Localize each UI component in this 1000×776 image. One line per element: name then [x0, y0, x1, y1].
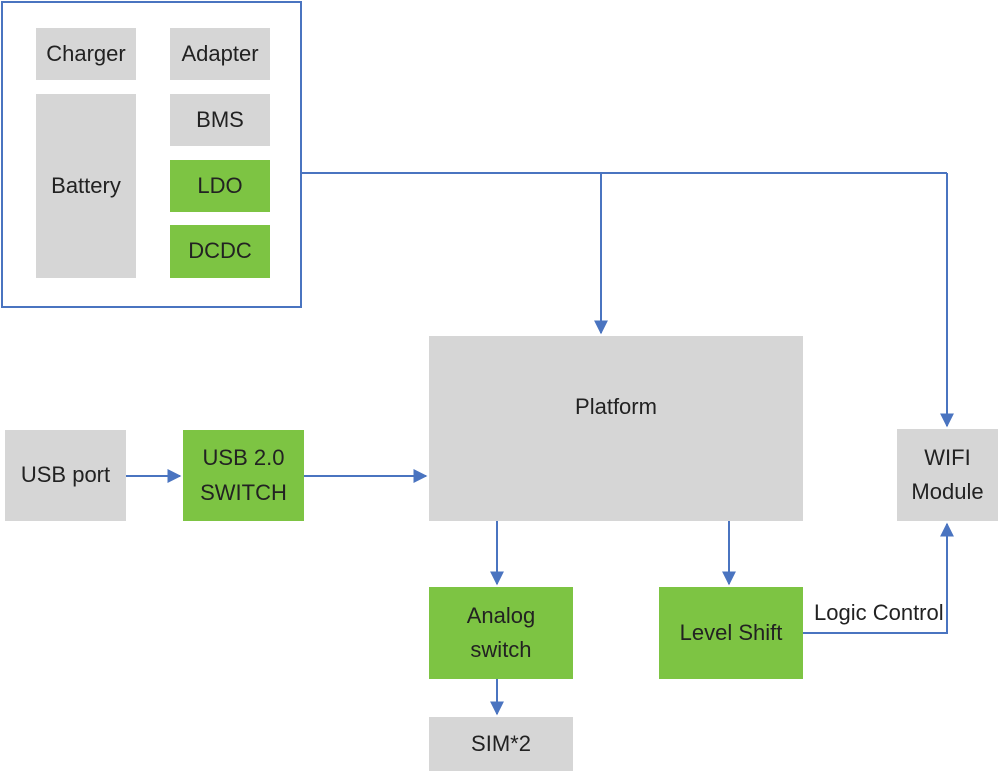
- level-shift-block: Level Shift: [659, 587, 803, 679]
- level-shift-to-wifi-arrow: [803, 522, 954, 634]
- sim-block: SIM*2: [429, 717, 573, 771]
- adapter-block: Adapter: [170, 28, 270, 80]
- battery-block: Battery: [36, 94, 136, 278]
- usb-port-block: USB port: [5, 430, 126, 521]
- logic-control-label: Logic Control: [814, 600, 944, 625]
- wifi-module-block: WIFI Module: [897, 429, 998, 521]
- ldo-block: LDO: [170, 160, 270, 212]
- analog-switch-block: Analog switch: [429, 587, 573, 679]
- dcdc-block: DCDC: [170, 225, 270, 278]
- bms-block: BMS: [170, 94, 270, 146]
- platform-block: Platform: [429, 336, 803, 521]
- usb-switch-block: USB 2.0 SWITCH: [183, 430, 304, 521]
- charger-block: Charger: [36, 28, 136, 80]
